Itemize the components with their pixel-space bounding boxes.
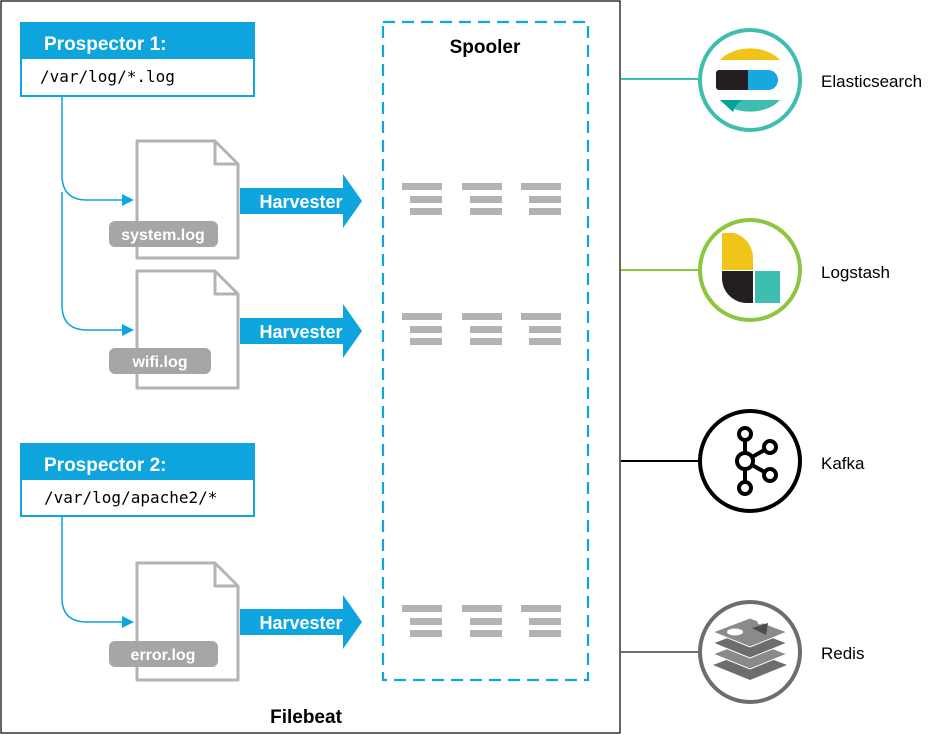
harvester-label-2: Harvester	[259, 322, 342, 342]
elasticsearch-icon	[698, 28, 802, 132]
redis-icon	[698, 600, 802, 704]
file-label-error-log: error.log	[131, 647, 196, 664]
filebeat-label: Filebeat	[270, 707, 342, 728]
event-row-2	[402, 313, 561, 345]
spooler-events	[402, 183, 561, 637]
spooler-label: Spooler	[450, 37, 521, 58]
file-error-log: error.log	[109, 561, 240, 682]
harvester-arrow-2: Harvester	[240, 304, 362, 358]
spooler-container	[381, 20, 590, 682]
prospector-connectors	[61, 97, 128, 623]
connector-arrowheads	[122, 194, 134, 628]
event-row-1	[402, 183, 561, 215]
output-label-logstash: Logstash	[821, 263, 890, 282]
output-label-elasticsearch: Elasticsearch	[821, 72, 922, 91]
event-row-3	[402, 605, 561, 637]
file-label-wifi-log: wifi.log	[131, 354, 187, 371]
prospector-2: Prospector 2: /var/log/apache2/*	[20, 443, 255, 517]
harvester-label-1: Harvester	[259, 192, 342, 212]
prospector-1-title: Prospector 1:	[44, 34, 166, 55]
file-wifi-log: wifi.log	[109, 269, 240, 390]
prospector-1: Prospector 1: /var/log/*.log	[20, 22, 255, 97]
output-label-redis: Redis	[821, 644, 864, 663]
logstash-icon	[698, 218, 802, 322]
output-label-kafka: Kafka	[821, 454, 865, 473]
prospector-2-path: /var/log/apache2/*	[44, 488, 217, 507]
file-system-log: system.log	[109, 139, 240, 260]
harvester-arrow-1: Harvester	[240, 174, 362, 228]
harvester-arrow-3: Harvester	[240, 595, 362, 649]
prospector-2-title: Prospector 2:	[44, 455, 166, 476]
file-label-system-log: system.log	[121, 227, 205, 244]
kafka-icon	[698, 409, 802, 513]
filebeat-container	[0, 0, 621, 734]
prospector-1-path: /var/log/*.log	[40, 67, 175, 86]
harvester-label-3: Harvester	[259, 613, 342, 633]
